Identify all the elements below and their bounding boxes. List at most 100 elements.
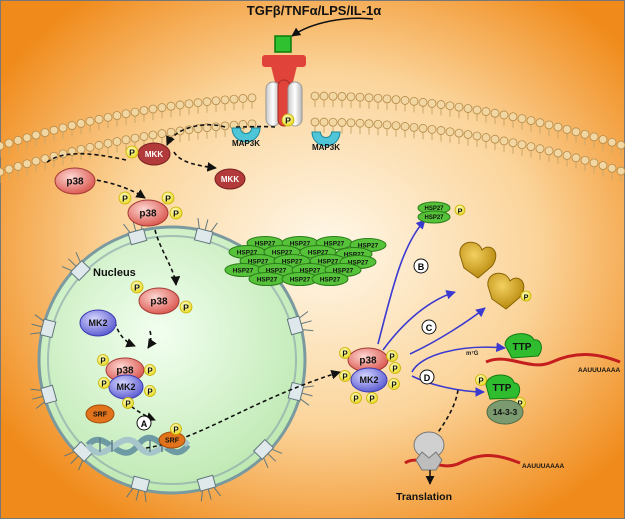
p38-phospho-label: p38 xyxy=(139,209,157,220)
phospho-circle xyxy=(388,378,400,390)
hsp27-phospho-2: HSP27 xyxy=(417,210,451,224)
lipid-head xyxy=(373,93,383,103)
lipid-head xyxy=(616,140,625,150)
lipid-head xyxy=(517,140,527,150)
phospho-site: P xyxy=(170,423,182,435)
p38-nuclear: p38 xyxy=(138,287,180,315)
lipid-head xyxy=(49,125,59,135)
lipid-head xyxy=(409,96,419,106)
hsp27-unit-shape xyxy=(311,272,349,286)
lipid-head xyxy=(112,111,122,120)
lipid-head xyxy=(400,122,410,131)
pore-body xyxy=(40,384,58,405)
pathway-labels: A B C D xyxy=(136,258,437,431)
lipid-head xyxy=(202,97,212,107)
lipid-head xyxy=(598,135,608,144)
pore-fibrils xyxy=(64,451,84,471)
srf: SRF xyxy=(85,404,115,424)
hsp27-unit-label: HSP27 xyxy=(257,277,278,284)
phospho-circle xyxy=(122,397,134,409)
nuclear-pore xyxy=(193,217,218,245)
pore-body xyxy=(196,474,217,492)
nuclear-pore xyxy=(126,475,151,503)
srf-label: SRF xyxy=(93,411,108,418)
lipid-head xyxy=(121,135,131,145)
lipid-head xyxy=(535,144,545,154)
pore-fibrils xyxy=(300,385,315,406)
lipid-head xyxy=(544,146,554,156)
mk2-complex-cyto-label: MK2 xyxy=(359,375,378,385)
phospho-site: P xyxy=(125,145,139,159)
map3k-active-label: MAP3K xyxy=(232,139,260,148)
lipid-head xyxy=(148,130,158,140)
lipid-head xyxy=(355,92,365,102)
phospho-label: P xyxy=(122,194,128,204)
hsp27-unit-label: HSP27 xyxy=(300,268,321,275)
lipid-head xyxy=(562,124,572,134)
lipid-head xyxy=(94,114,104,124)
phospho-circle xyxy=(125,145,139,159)
lipid-head xyxy=(580,155,590,165)
mk2-complex-cyto: MK2 xyxy=(350,367,388,393)
lipid-head xyxy=(562,150,572,160)
lipid-head xyxy=(418,97,428,107)
mrna-cap-label: m⁷G xyxy=(466,351,479,357)
nuclear-pores xyxy=(29,217,315,503)
srf-phospho: SRF xyxy=(158,431,186,449)
phospho-circle xyxy=(389,362,401,374)
lipid-head xyxy=(112,137,122,146)
lipid-head xyxy=(76,145,86,154)
lipid-head xyxy=(427,124,437,134)
ligand xyxy=(274,35,292,53)
lipid-head xyxy=(526,116,536,126)
hsp27-phospho-1-label: HSP27 xyxy=(424,206,444,212)
pore-fibrils xyxy=(263,448,283,468)
lipid-head xyxy=(373,119,383,129)
lipid-head xyxy=(499,136,509,146)
phospho-circle xyxy=(130,280,144,294)
mk2-target-arrows xyxy=(377,219,506,397)
map3k-inactive xyxy=(311,131,341,147)
lipid-head xyxy=(589,158,599,168)
map3k-inactive-label: MAP3K xyxy=(312,143,340,152)
mk2-complex-nuclear: MK2 xyxy=(108,374,144,400)
mk2-nuclear-label: MK2 xyxy=(88,318,107,328)
hsp27-oligomer-unit: HSP27 xyxy=(311,272,349,286)
lipid-head xyxy=(571,127,581,137)
mkk-shape xyxy=(214,168,246,190)
srf-phospho-label: SRF xyxy=(165,437,180,444)
hsp27-unit-label: HSP27 xyxy=(282,259,303,266)
phospho-site: P xyxy=(475,374,487,386)
pathway-a-label: A xyxy=(141,419,148,429)
p38-label: p38 xyxy=(66,177,84,188)
hsp27-phospho-2-shape xyxy=(417,210,451,224)
lipid-head xyxy=(175,100,185,110)
mkk: MKK xyxy=(214,168,246,190)
lipid-head xyxy=(517,114,527,124)
phospho-site: P xyxy=(389,362,401,374)
pore-fibrils xyxy=(200,487,221,502)
lipid-head xyxy=(310,117,320,127)
lipid-head xyxy=(31,156,41,166)
phospho-label: P xyxy=(100,357,106,366)
phospho-circle xyxy=(454,204,466,216)
lipid-head xyxy=(616,166,625,176)
lipid-head xyxy=(382,120,392,130)
lipid-head xyxy=(0,167,5,177)
phospho-site: P xyxy=(130,280,144,294)
polya-tail-label: AAUUUAAAA xyxy=(578,367,621,374)
phospho-label: P xyxy=(389,353,395,362)
phospho-label: P xyxy=(392,365,398,374)
pore-fibrils xyxy=(197,217,218,232)
ttp-bound xyxy=(504,333,542,359)
phospho-site: P xyxy=(118,191,132,205)
phospho-site: P xyxy=(520,290,532,302)
phospho-circle xyxy=(98,377,110,389)
mk2-complex-nuclear-label: MK2 xyxy=(116,382,135,392)
nuclear-pore xyxy=(252,438,283,468)
lipid-head xyxy=(319,91,329,101)
lipid-head xyxy=(310,91,320,101)
lipid-head xyxy=(157,103,167,112)
hsp27-unit-label: HSP27 xyxy=(348,260,369,267)
